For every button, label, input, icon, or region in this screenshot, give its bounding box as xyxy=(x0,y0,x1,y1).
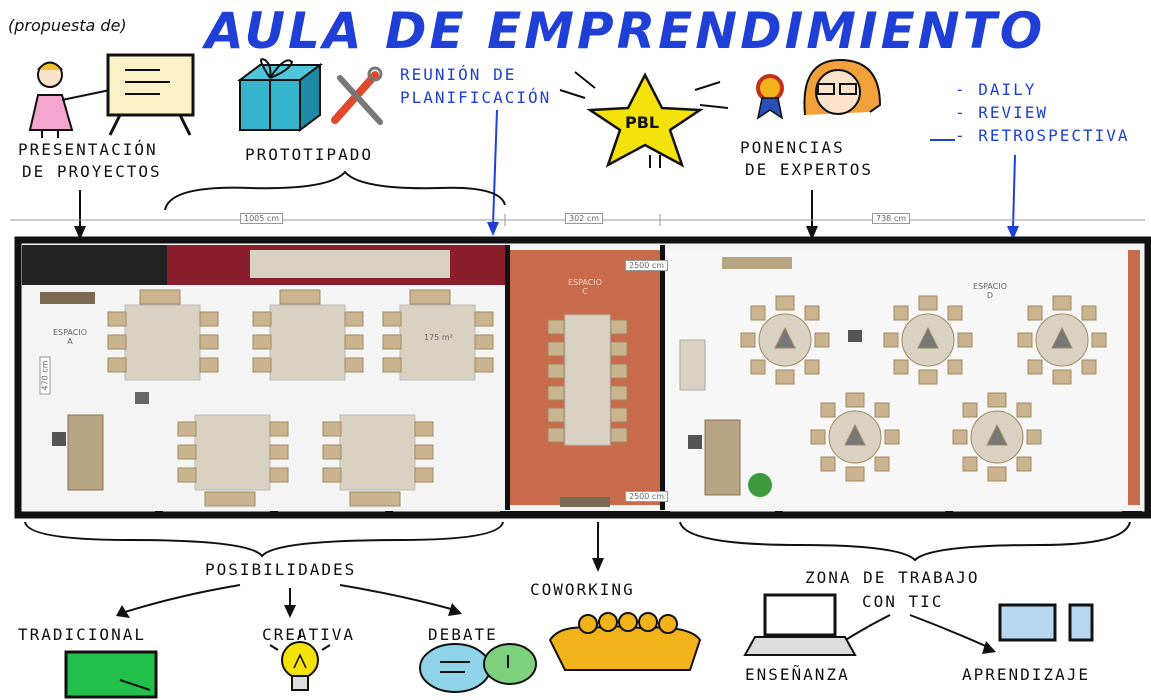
space-c-label: ESPACIO C xyxy=(567,278,603,296)
label-presentacion-1: PRESENTACIÓN xyxy=(18,140,158,159)
label-tradicional: TRADICIONAL xyxy=(18,625,146,644)
label-presentacion-2: DE PROYECTOS xyxy=(22,162,162,181)
subtitle: (propuesta de) xyxy=(8,16,127,35)
expert-icon xyxy=(803,58,882,116)
chalkboard-icon xyxy=(64,650,158,699)
coworking-people-icon xyxy=(548,612,702,671)
label-prototipado: PROTOTIPADO xyxy=(245,145,373,164)
page-title: AULA DE EMPRENDIMIENTO xyxy=(205,2,1046,60)
space-a-label: ESPACIO A xyxy=(52,328,88,346)
dimension-label: 2500 cm xyxy=(625,260,669,271)
lightbulb-icon xyxy=(269,630,331,691)
laptop-icon xyxy=(743,593,857,656)
label-reunion-1: REUNIÓN DE xyxy=(400,65,517,84)
star-icon xyxy=(559,71,729,168)
tables-space-a xyxy=(52,289,494,507)
tablet-icon xyxy=(998,603,1057,642)
tools-icon xyxy=(331,66,383,125)
label-retrospectiva: - RETROSPECTIVA xyxy=(955,126,1130,145)
label-daily: - DAILY xyxy=(955,80,1037,99)
speech-bubbles-icon xyxy=(419,643,537,693)
gift-box-icon xyxy=(237,58,323,132)
label-zona-2: CON TIC xyxy=(862,592,944,611)
label-posibilidades: POSIBILIDADES xyxy=(205,560,357,579)
medal-icon xyxy=(756,74,784,120)
area-label: 175 m² xyxy=(424,333,453,342)
easel-icon xyxy=(106,53,195,136)
phone-icon xyxy=(1068,603,1094,642)
label-pbl: PBL xyxy=(625,113,660,132)
label-reunion-2: PLANIFICACIÓN xyxy=(400,88,552,107)
label-zona-1: ZONA DE TRABAJO xyxy=(805,568,980,587)
label-aprendizaje: APRENDIZAJE xyxy=(962,665,1090,684)
dimension-label: 2500 cm xyxy=(625,491,669,502)
label-ensenanza: ENSEÑANZA xyxy=(745,665,850,684)
presenter-icon xyxy=(28,61,111,138)
label-review: - REVIEW xyxy=(955,103,1049,122)
label-creativa: CREATIVA xyxy=(262,625,356,644)
coworking-table xyxy=(547,314,628,507)
dimension-label: 470 cm xyxy=(39,356,51,395)
label-coworking: COWORKING xyxy=(530,580,635,599)
label-ponencias-2: DE EXPERTOS xyxy=(745,160,873,179)
label-debate: DEBATE xyxy=(428,625,498,644)
dimension-label: 1005 cm xyxy=(240,213,284,224)
space-d-label: ESPACIO D xyxy=(972,282,1008,300)
tic-work-groups xyxy=(740,295,1107,482)
dimension-label: 302 cm xyxy=(565,213,604,224)
dimension-label: 738 cm xyxy=(872,213,911,224)
label-ponencias-1: PONENCIAS xyxy=(740,138,845,157)
